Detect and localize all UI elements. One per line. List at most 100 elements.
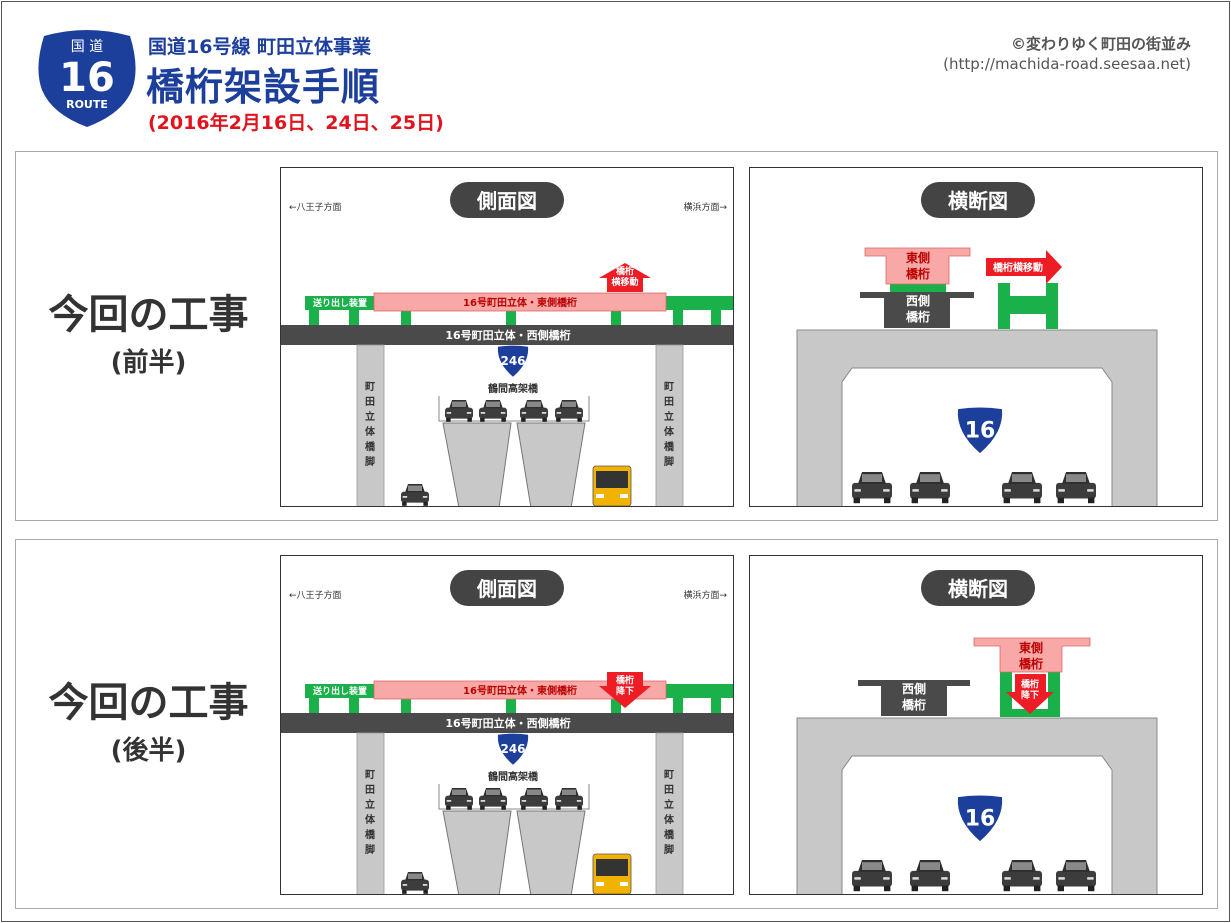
svg-text:町: 町 [664, 381, 674, 393]
svg-text:16号町田立体・西側橋桁: 16号町田立体・西側橋桁 [445, 328, 570, 342]
east-girder [373, 292, 667, 312]
arrow-down-icon [1006, 674, 1054, 714]
pier-left [356, 732, 385, 894]
arrow-up-icon [599, 263, 651, 292]
svg-text:16号町田立体・東側橋桁: 16号町田立体・東側橋桁 [463, 296, 577, 309]
car-icon [401, 484, 429, 506]
svg-text:橋桁: 橋桁 [902, 697, 926, 712]
svg-text:246: 246 [500, 742, 525, 756]
svg-text:橋桁: 橋桁 [1021, 678, 1039, 690]
west-girder-label: 16号町田立体・西側橋桁 [445, 716, 570, 730]
viaduct-label: 鶴間高架橋 [488, 770, 539, 783]
section-label-sub: (前半) [110, 348, 187, 378]
svg-text:←八王子方面: ←八王子方面 [289, 201, 342, 213]
east-girder-section [864, 247, 971, 285]
svg-text:体: 体 [365, 813, 376, 826]
car-icon [479, 400, 507, 422]
car-icon [1056, 472, 1096, 504]
car-icon [555, 400, 583, 422]
shield-top-text: 国 道 [71, 39, 103, 55]
svg-text:橋桁: 橋桁 [1019, 656, 1043, 671]
svg-text:降下: 降下 [616, 685, 634, 697]
car-icon [852, 860, 892, 892]
svg-text:田: 田 [664, 784, 674, 796]
arrow-label: 橋桁横移動 [611, 265, 638, 288]
pier-right [655, 344, 684, 506]
car-icon [520, 788, 548, 810]
svg-text:送り出し装置: 送り出し装置 [312, 297, 367, 309]
car-icon [520, 400, 548, 422]
svg-text:降下: 降下 [1021, 689, 1039, 701]
send-out-device [305, 684, 733, 713]
svg-text:横浜方面→: 横浜方面→ [683, 589, 727, 601]
svg-text:橋桁: 橋桁 [906, 309, 930, 324]
copyright-url: (http://machida-road.seesaa.net) [943, 55, 1191, 73]
send-out-device [305, 296, 733, 325]
panel-heading: 側面図 [476, 577, 537, 601]
shield-bottom-text: ROUTE [66, 98, 108, 111]
svg-text:横移動: 横移動 [611, 276, 638, 288]
svg-text:橋桁: 橋桁 [616, 265, 634, 277]
svg-text:町: 町 [365, 769, 375, 781]
panel-heading: 横断図 [948, 189, 1008, 213]
svg-text:田: 田 [365, 784, 375, 796]
east-girder [373, 680, 667, 700]
direction-right: 横浜方面→ [683, 589, 727, 601]
viaduct-deck [438, 784, 590, 894]
car-icon [1056, 860, 1096, 892]
copyright-name: ©変わりゆく町田の街並み [1010, 35, 1191, 53]
west-girder-label: 西側橋桁 [902, 681, 926, 712]
svg-text:体: 体 [365, 425, 376, 438]
svg-text:橋桁: 橋桁 [906, 266, 930, 281]
send-out-label: 送り出し装置 [312, 297, 367, 309]
svg-text:16: 16 [965, 807, 996, 832]
heading-pill [450, 182, 564, 218]
car-icon [910, 860, 950, 892]
svg-text:田: 田 [664, 396, 674, 408]
svg-text:町: 町 [664, 769, 674, 781]
svg-text:東側: 東側 [906, 250, 930, 265]
west-girder-section [860, 292, 974, 328]
svg-text:脚: 脚 [365, 455, 375, 468]
svg-text:橋: 橋 [664, 828, 675, 841]
direction-right: 横浜方面→ [683, 201, 727, 213]
viaduct-label: 鶴間高架橋 [488, 382, 539, 395]
svg-text:脚: 脚 [365, 843, 375, 856]
car-icon [852, 472, 892, 504]
copyright: ©変わりゆく町田の街並み (http://machida-road.seesaa… [943, 34, 1191, 74]
west-girder [281, 713, 733, 733]
pier-right [655, 732, 684, 894]
panel-heading: 側面図 [476, 189, 537, 213]
direction-left: ←八王子方面 [289, 589, 342, 601]
section-label: 今回の工事 (前半) [16, 282, 281, 379]
svg-text:橋桁横移動: 橋桁横移動 [993, 261, 1043, 274]
heading-pill [921, 570, 1035, 606]
header-date: (2016年2月16日、24日、25日) [148, 112, 444, 134]
svg-text:立: 立 [664, 410, 674, 423]
svg-text:横浜方面→: 横浜方面→ [683, 201, 727, 213]
route-246-shield-icon: 246 [497, 733, 529, 765]
svg-text:16: 16 [965, 419, 996, 444]
box-structure [796, 329, 1158, 506]
route-246-shield-icon: 246 [497, 345, 529, 377]
svg-text:橋: 橋 [365, 828, 376, 841]
west-girder-section [858, 680, 970, 716]
svg-text:←八王子方面: ←八王子方面 [289, 589, 342, 601]
svg-text:送り出し装置: 送り出し装置 [312, 685, 367, 697]
green-frame [998, 283, 1058, 329]
route-16-shield-icon: 国 道 16 ROUTE [38, 30, 136, 127]
svg-text:脚: 脚 [664, 843, 674, 856]
section-label-main: 今回の工事 [48, 292, 249, 338]
car-icon [445, 400, 473, 422]
svg-text:橋: 橋 [664, 440, 675, 453]
